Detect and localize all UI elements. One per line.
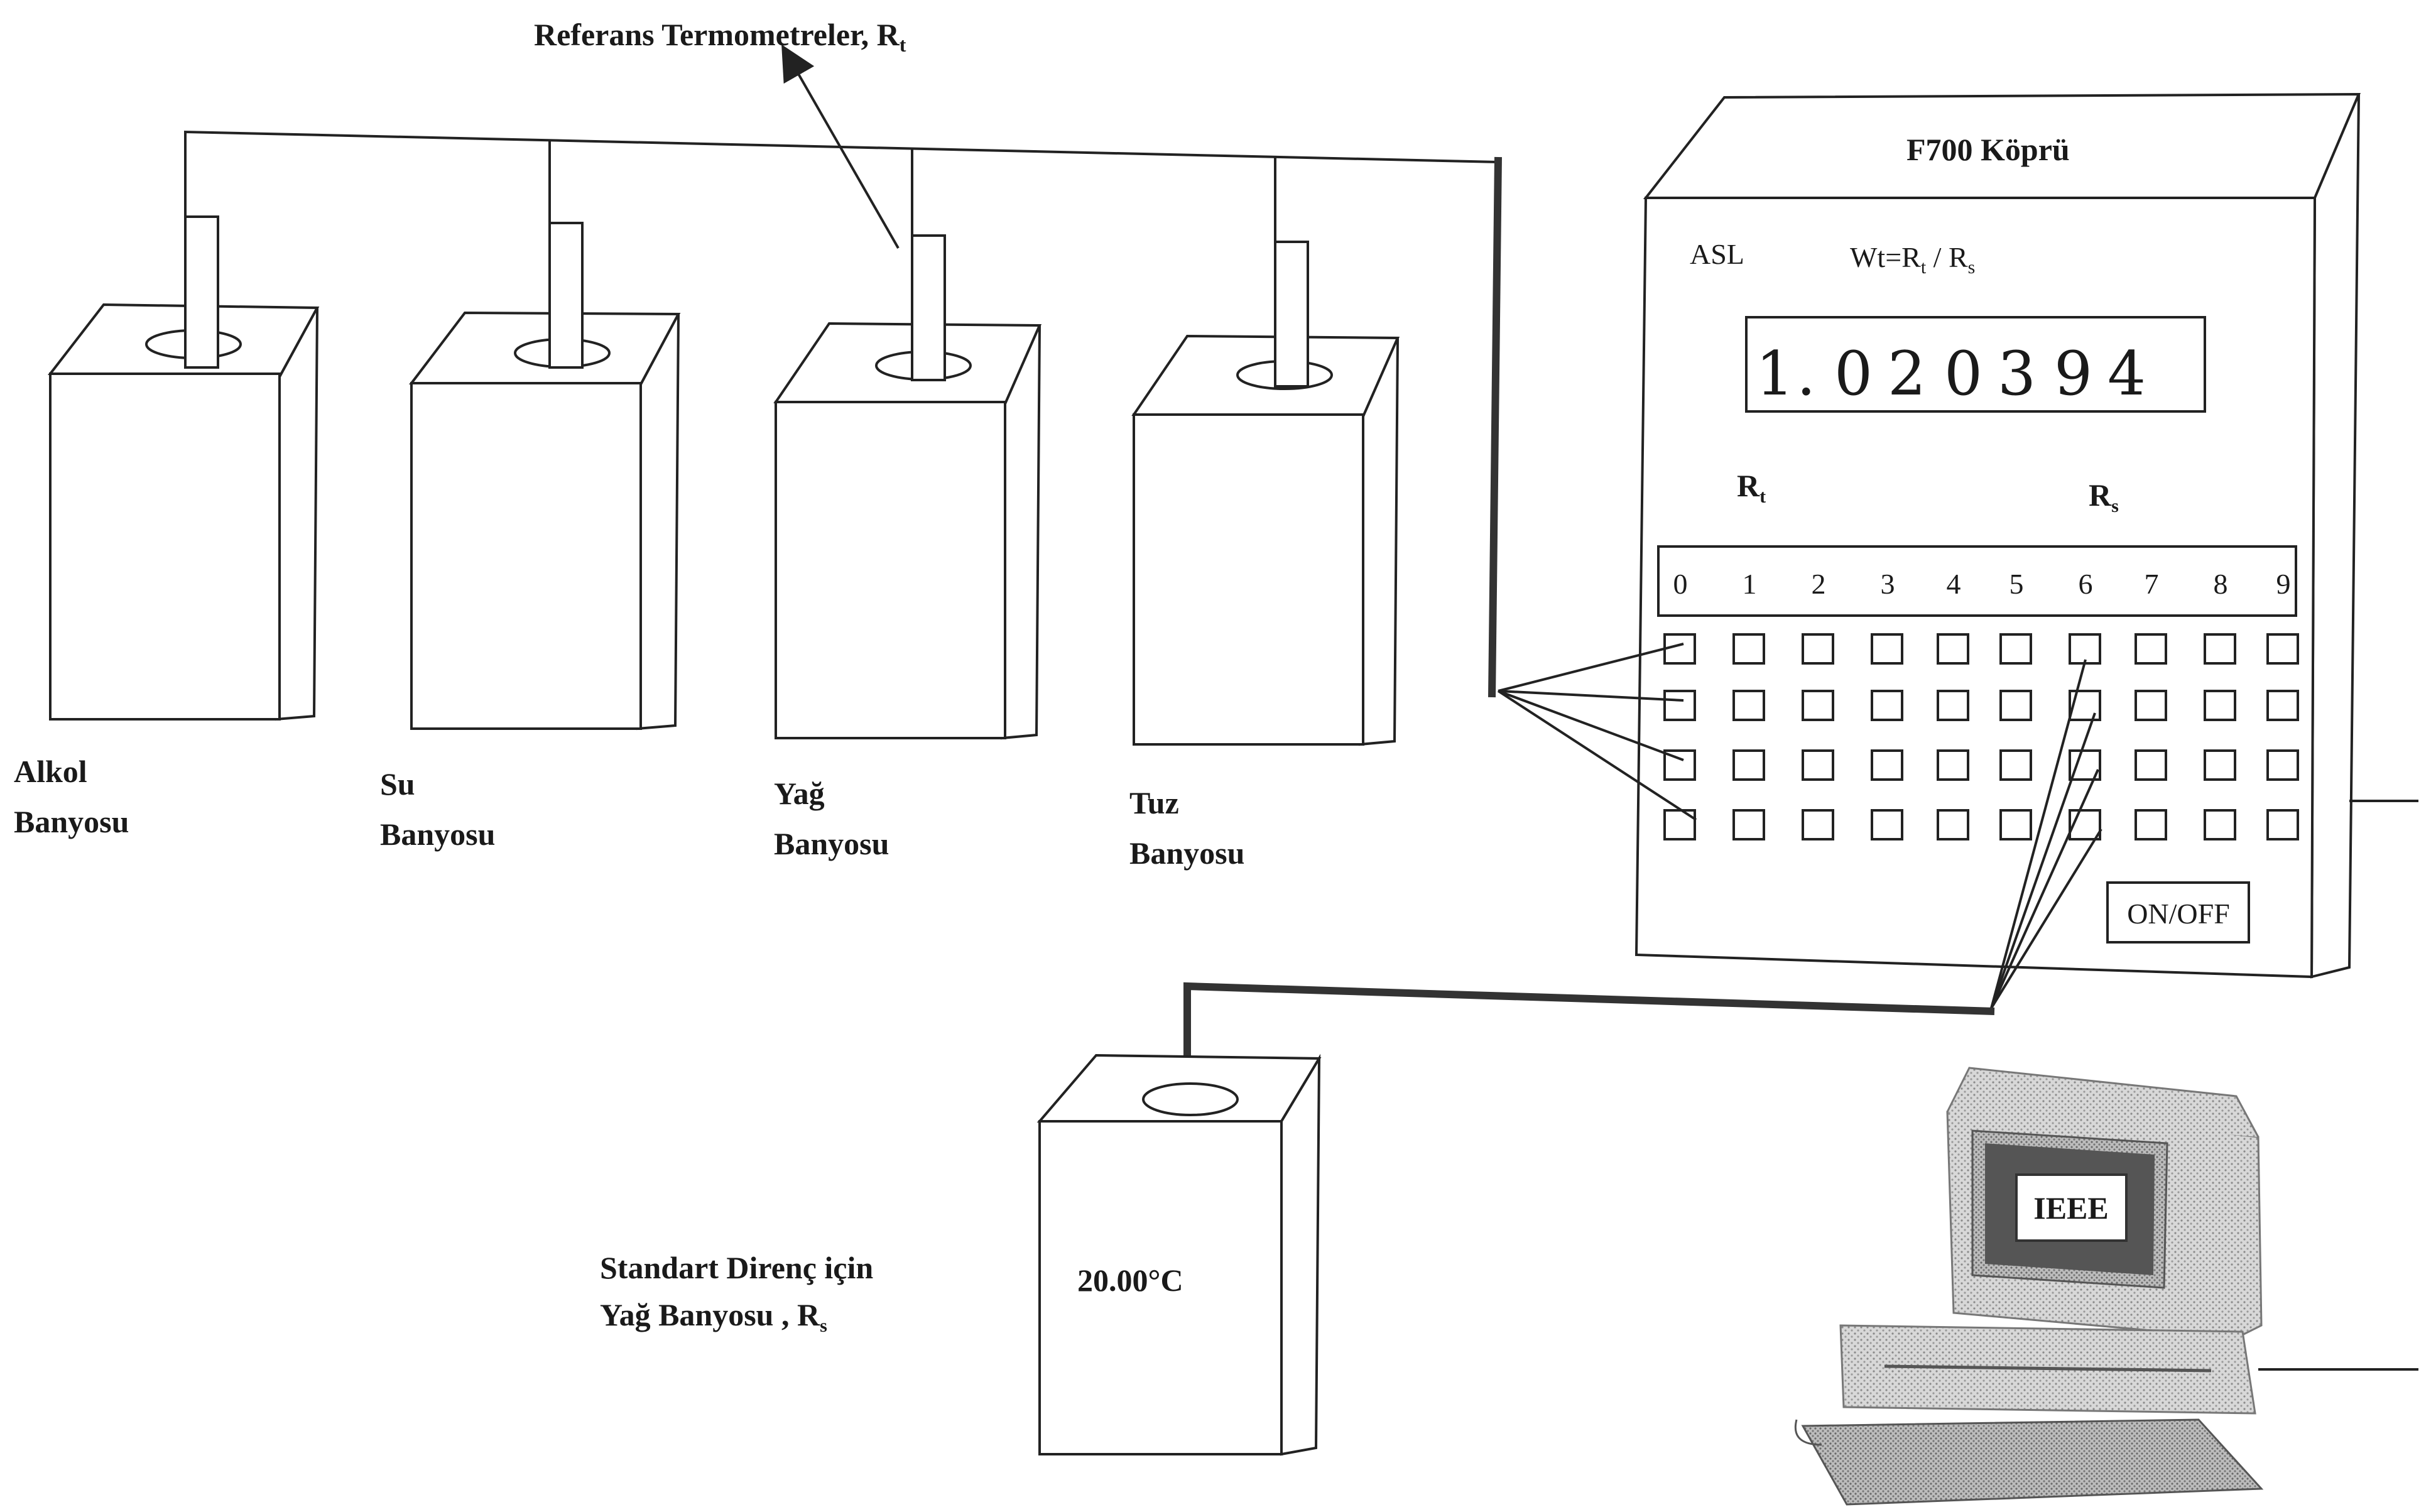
bath-su bbox=[408, 222, 681, 731]
rs-label: Rs bbox=[2089, 477, 2119, 516]
channel-button[interactable] bbox=[1871, 633, 1903, 665]
channel-button[interactable] bbox=[1999, 809, 2032, 840]
thermometer-wiring bbox=[184, 130, 1502, 698]
power-button[interactable] bbox=[2106, 881, 2250, 944]
channel-button[interactable] bbox=[1999, 633, 2032, 665]
bath-tuz bbox=[1131, 241, 1400, 746]
bridge-connection-lines bbox=[1497, 643, 2102, 1009]
ieee-screen bbox=[2015, 1173, 2128, 1242]
channel-button[interactable] bbox=[1732, 690, 1765, 721]
channel-number: 3 bbox=[1881, 568, 1895, 600]
channel-button[interactable] bbox=[1999, 690, 2032, 721]
channel-button[interactable] bbox=[2135, 809, 2167, 840]
bath-label-tuz: Tuz Banyosu bbox=[1129, 785, 1244, 871]
channel-button[interactable] bbox=[1802, 809, 1834, 840]
standard-bath-label: Standart Direnç için Yağ Banyosu , Rs bbox=[600, 1250, 881, 1336]
channel-button[interactable] bbox=[1732, 749, 1765, 781]
channel-button[interactable] bbox=[2204, 809, 2236, 840]
channel-button[interactable] bbox=[2266, 690, 2299, 721]
channel-button[interactable] bbox=[2069, 633, 2101, 665]
computer: IEEE bbox=[1795, 1067, 2418, 1506]
channel-number: 5 bbox=[2010, 568, 2024, 600]
bath-yag bbox=[773, 234, 1042, 740]
channel-button[interactable] bbox=[1937, 749, 1969, 781]
channel-button[interactable] bbox=[2135, 690, 2167, 721]
display-digit: 3 bbox=[1998, 339, 2036, 409]
channel-button[interactable] bbox=[2266, 809, 2299, 840]
display-digit: 0 bbox=[1944, 339, 1982, 409]
svg-text:Referans Termometreler, Rt: Referans Termometreler, Rt bbox=[534, 17, 906, 56]
channel-button[interactable] bbox=[1999, 749, 2032, 781]
channel-button[interactable] bbox=[2266, 633, 2299, 665]
channel-button[interactable] bbox=[1802, 749, 1834, 781]
channel-number: 0 bbox=[1673, 568, 1688, 600]
channel-button[interactable] bbox=[2204, 633, 2236, 665]
channel-button[interactable] bbox=[1663, 633, 1696, 665]
bridge-brand: ASL bbox=[1690, 238, 1744, 270]
channel-numbers: 0 1 2 3 4 5 6 7 8 9 bbox=[1673, 568, 2291, 600]
display-digit: 1 bbox=[1756, 339, 1794, 409]
channel-button[interactable] bbox=[2135, 633, 2167, 665]
channel-button[interactable] bbox=[2135, 749, 2167, 781]
channel-strip bbox=[1657, 545, 2297, 617]
channel-button[interactable] bbox=[1871, 749, 1903, 781]
rt-label: Rt bbox=[1737, 468, 1766, 507]
display-digit: 9 bbox=[2054, 339, 2092, 409]
bridge-display bbox=[1745, 316, 2206, 413]
channel-button[interactable] bbox=[1732, 809, 1765, 840]
ieee-label: IEEE bbox=[2033, 1190, 2109, 1226]
reference-thermometers-label: Referans Termometreler, Rt bbox=[534, 17, 906, 56]
channel-number: 8 bbox=[2214, 568, 2228, 600]
channel-button[interactable] bbox=[1871, 809, 1903, 840]
channel-button[interactable] bbox=[1802, 633, 1834, 665]
standard-temperature: 20.00°C bbox=[1077, 1263, 1183, 1298]
channel-button[interactable] bbox=[1871, 690, 1903, 721]
channel-button[interactable] bbox=[1802, 690, 1834, 721]
channel-button[interactable] bbox=[1663, 690, 1696, 721]
ratio-formula: Wt=Rt / Rs bbox=[1850, 241, 1975, 278]
channel-button[interactable] bbox=[1937, 690, 1969, 721]
f700-bridge bbox=[1634, 92, 2418, 979]
standard-bath bbox=[1036, 982, 1995, 1456]
channel-button[interactable] bbox=[2069, 809, 2101, 840]
channel-number: 6 bbox=[2079, 568, 2093, 600]
bath-label-yag: Yağ Banyosu bbox=[774, 776, 889, 861]
display-digit: 0 bbox=[1834, 339, 1873, 409]
power-button-label: ON/OFF bbox=[2127, 898, 2230, 930]
channel-number: 7 bbox=[2145, 568, 2159, 600]
display-digit: . bbox=[1797, 339, 1816, 409]
channel-number: 4 bbox=[1947, 568, 1961, 600]
channel-number: 2 bbox=[1812, 568, 1826, 600]
channel-button[interactable] bbox=[2204, 749, 2236, 781]
channel-button-grid bbox=[1663, 633, 2299, 840]
pointer-arrow bbox=[781, 44, 900, 249]
channel-button[interactable] bbox=[1937, 809, 1969, 840]
channel-number: 9 bbox=[2276, 568, 2291, 600]
channel-button[interactable] bbox=[2266, 749, 2299, 781]
bath-label-alkol: Alkol Banyosu bbox=[14, 754, 129, 839]
channel-button[interactable] bbox=[1732, 633, 1765, 665]
display-digit: 4 bbox=[2107, 339, 2146, 409]
display-digit: 2 bbox=[1888, 339, 1926, 409]
bath-alkol bbox=[47, 215, 320, 721]
bridge-title: F700 Köprü bbox=[1906, 132, 2070, 167]
channel-button[interactable] bbox=[2204, 690, 2236, 721]
bath-label-su: Su Banyosu bbox=[380, 766, 495, 852]
channel-number: 1 bbox=[1743, 568, 1757, 600]
channel-button[interactable] bbox=[1937, 633, 1969, 665]
